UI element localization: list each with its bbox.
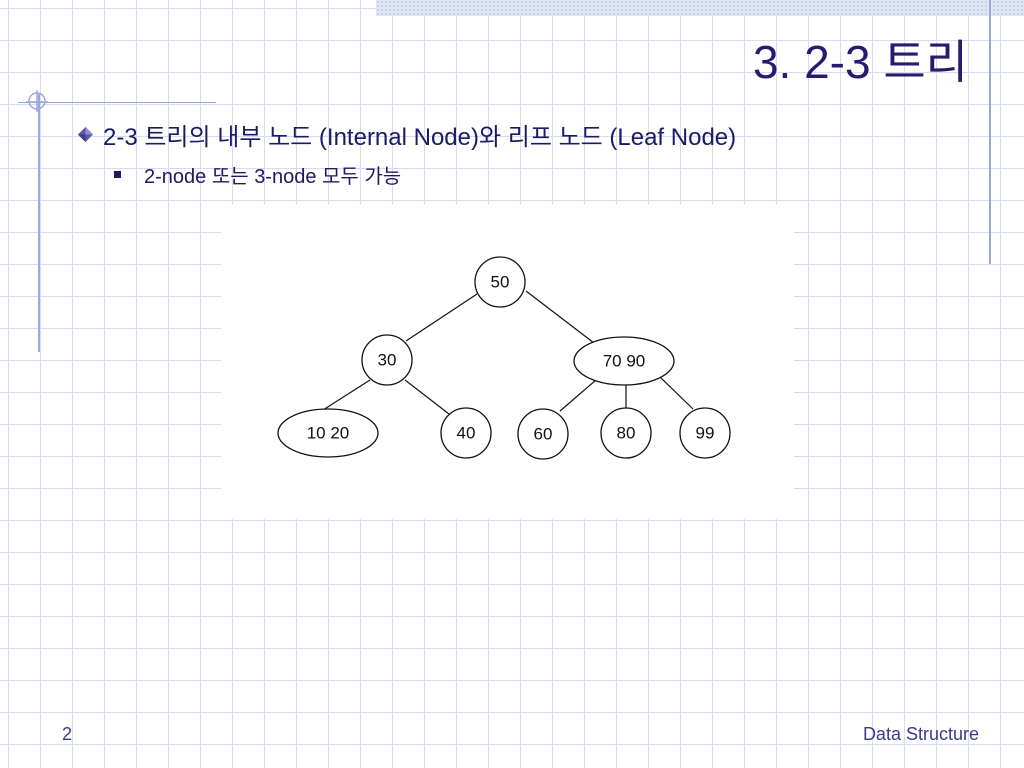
tree-node-left-left bbox=[277, 408, 379, 458]
top-decor-band bbox=[376, 0, 1024, 16]
edge-right-rightright bbox=[659, 376, 694, 410]
tree-node-label: 80 bbox=[617, 424, 636, 443]
tree-node-root bbox=[474, 256, 526, 308]
page-number: 2 bbox=[62, 724, 73, 744]
tree-node-label: 50 bbox=[491, 273, 510, 292]
slide-title: 3. 2-3 트리 bbox=[752, 36, 968, 88]
bullet-level1-text: 2-3 트리의 내부 노드 (Internal Node)와 리프 노드 (Le… bbox=[103, 124, 737, 151]
tree-node-left-right bbox=[440, 407, 492, 459]
diamond-bullet-icon bbox=[78, 127, 93, 142]
tree-node-label: 30 bbox=[378, 351, 397, 370]
top-decor-rule bbox=[18, 102, 216, 103]
tree-node-label: 40 bbox=[457, 424, 476, 443]
tree-node-label: 70 90 bbox=[603, 352, 646, 371]
edge-root-left bbox=[405, 293, 478, 342]
right-decor-rule bbox=[989, 0, 991, 264]
tree-node-right-left bbox=[517, 408, 569, 460]
tree-node-right-right bbox=[679, 407, 731, 459]
tree-node-label: 60 bbox=[534, 425, 553, 444]
tree-node-right bbox=[573, 336, 675, 386]
crosshair-icon bbox=[26, 90, 48, 112]
tree-node-left bbox=[361, 334, 413, 386]
tree-diagram: 50 30 70 90 10 20 40 60 80 99 bbox=[277, 256, 731, 460]
left-decor-rule bbox=[38, 94, 40, 352]
footer-text: Data Structure bbox=[862, 724, 979, 744]
square-bullet-icon bbox=[114, 171, 121, 178]
tree-node-label: 99 bbox=[696, 424, 715, 443]
bullet-level2: 2-node 또는 3-node 모두 가능 bbox=[114, 160, 401, 189]
diagram-background bbox=[221, 205, 794, 519]
edge-left-leftright bbox=[404, 379, 450, 415]
edge-root-right bbox=[525, 290, 595, 344]
tree-node-right-mid bbox=[600, 407, 652, 459]
bullet-level1: 2-3 트리의 내부 노드 (Internal Node)와 리프 노드 (Le… bbox=[78, 117, 736, 152]
edge-left-leftleft bbox=[322, 379, 371, 411]
bullet-level2-text: 2-node 또는 3-node 모두 가능 bbox=[144, 166, 402, 188]
edge-right-rightleft bbox=[559, 379, 597, 412]
tree-node-label: 10 20 bbox=[307, 424, 350, 443]
